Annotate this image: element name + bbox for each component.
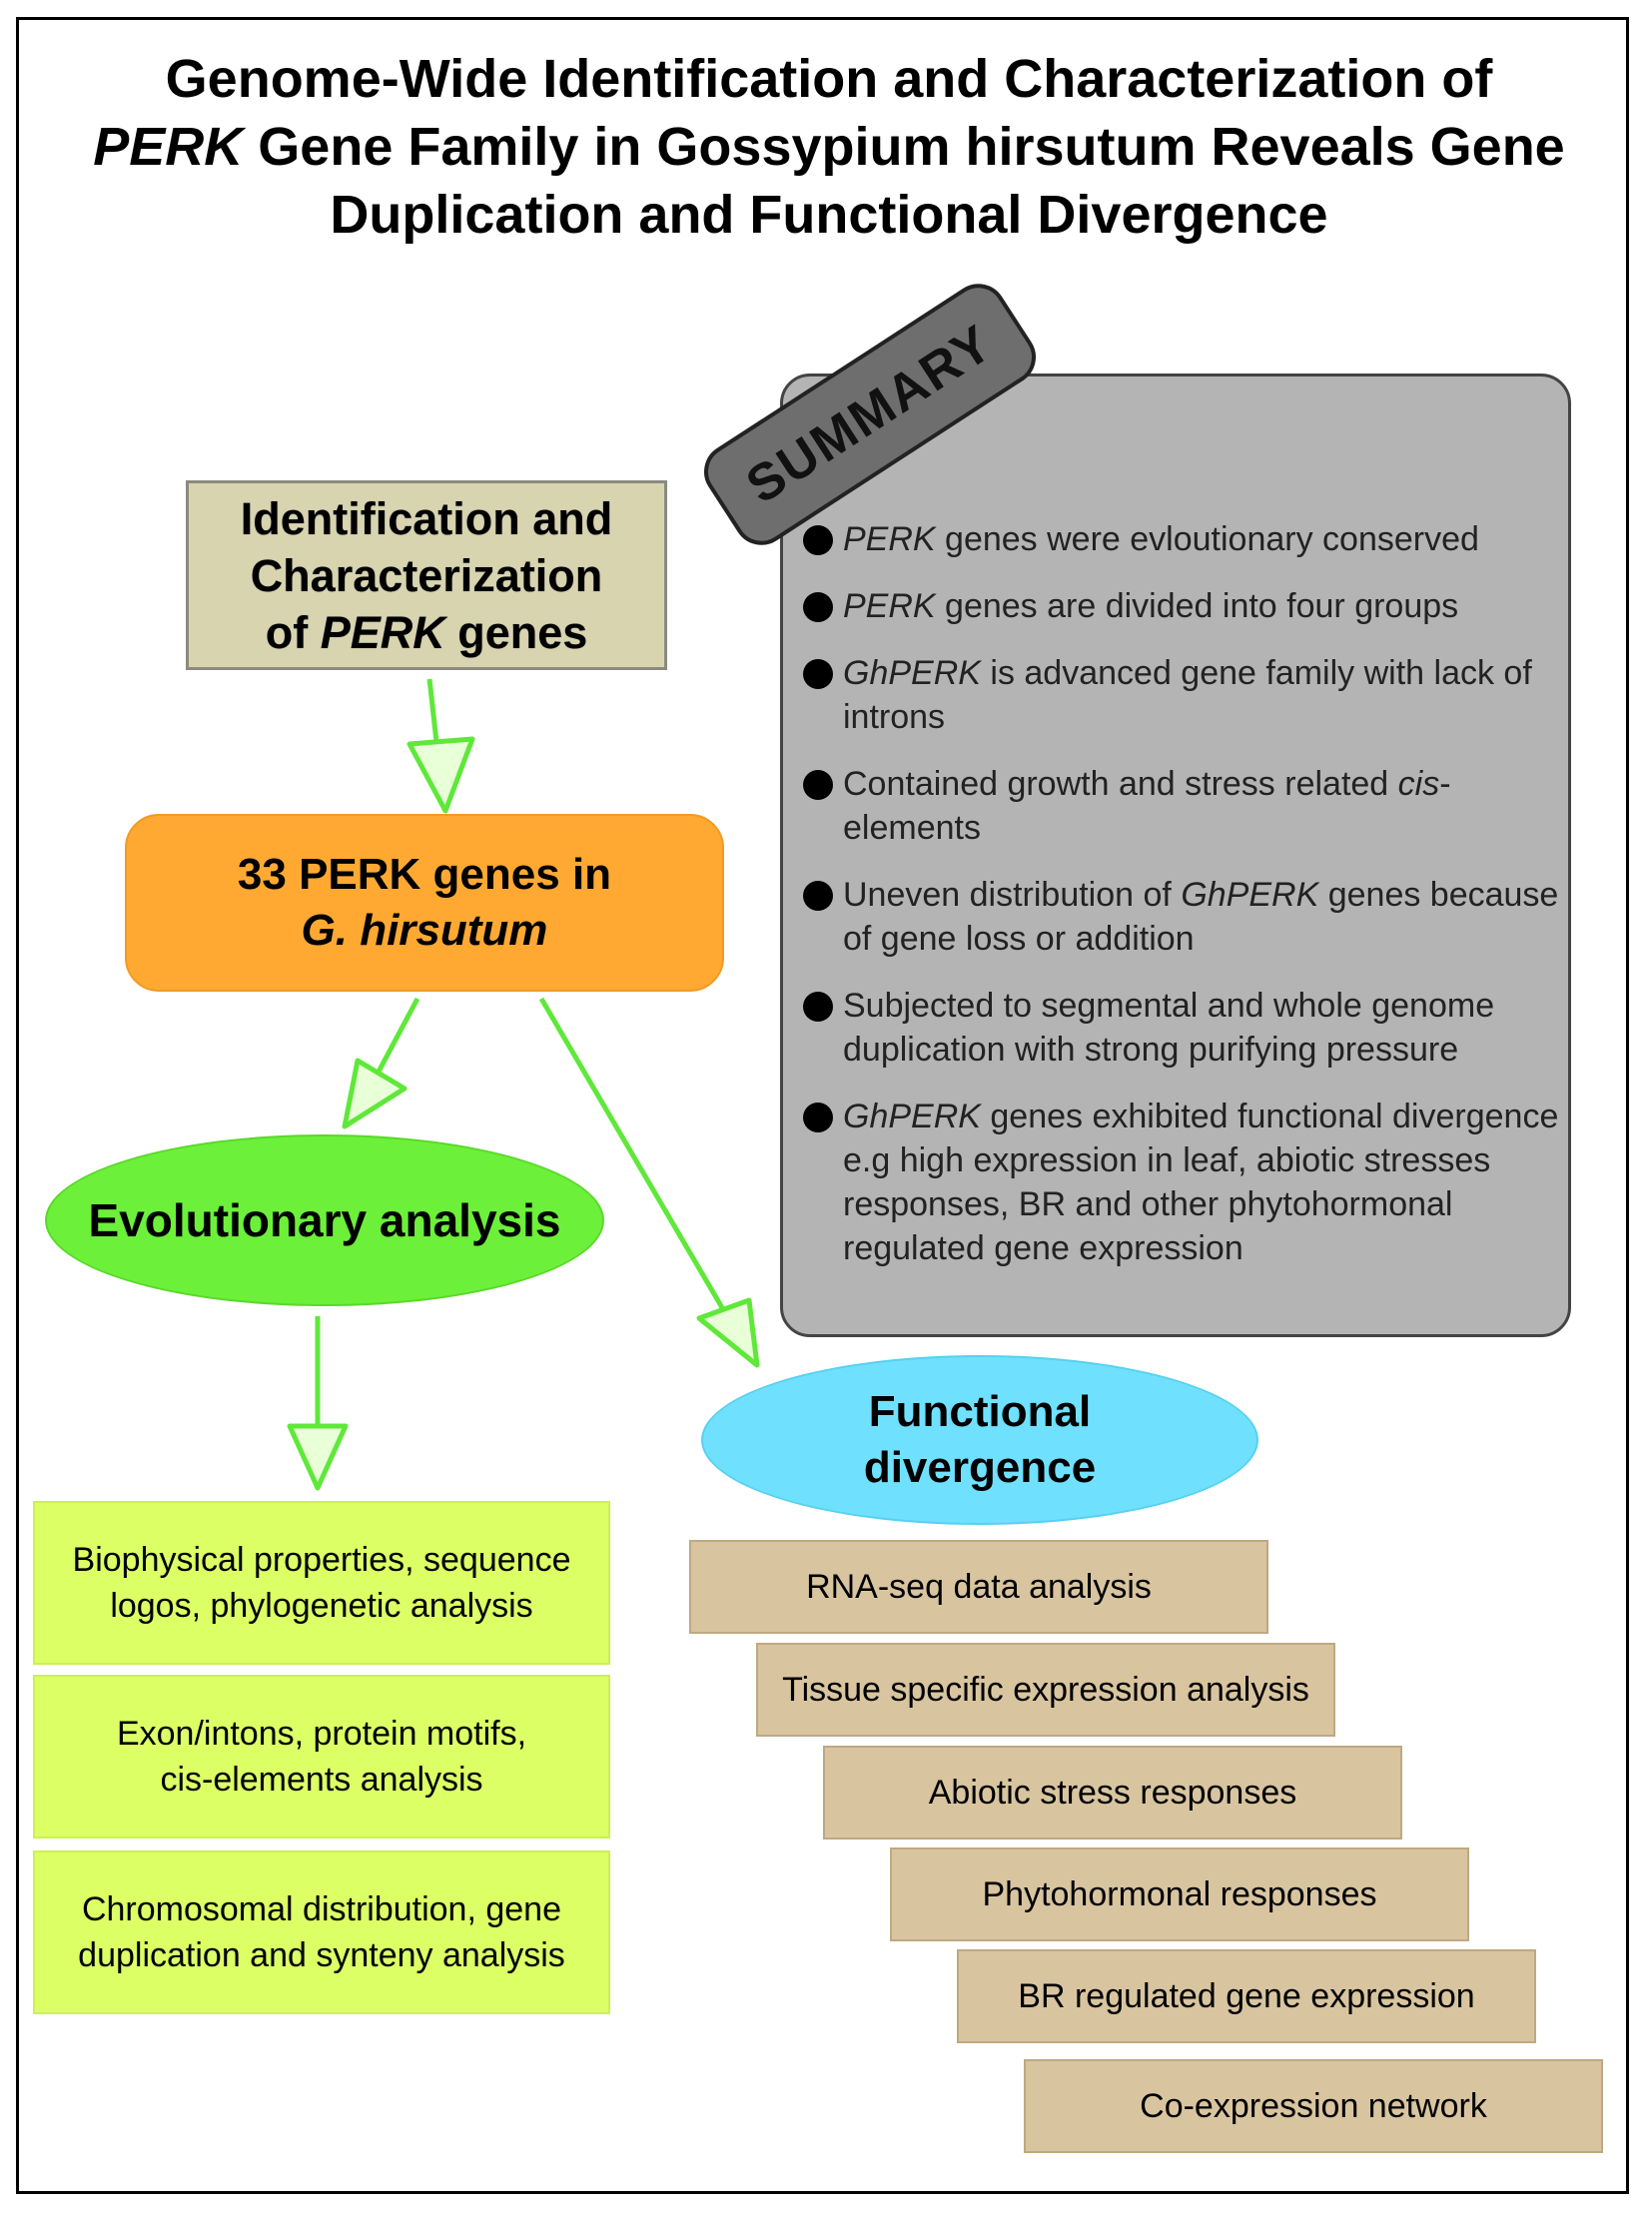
summary-bullet-4-rest: -elements	[843, 765, 1451, 847]
figure-frame	[16, 17, 1629, 2194]
summary-bullet-6-text: Subjected to segmental and whole genome …	[843, 987, 1495, 1069]
arrow-id-to-genes-head	[407, 736, 475, 814]
functional-divergence-line-1: Functional	[868, 1387, 1092, 1436]
bullet-dot-icon	[803, 592, 833, 622]
evolutionary-analysis-label: Evolutionary analysis	[88, 1194, 561, 1246]
functional-step-2-label: Tissue specific expression analysis	[782, 1670, 1309, 1709]
summary-bullet-2: PERK genes are divided into four groups	[803, 584, 1572, 628]
identification-line-3-prefix: of	[265, 606, 321, 658]
functional-divergence-ellipse: Functional divergence	[701, 1355, 1258, 1525]
summary-bullet-3-italic: GhPERK	[843, 654, 981, 692]
functional-step-6: Co-expression network	[1024, 2059, 1603, 2153]
summary-bullet-list: PERK genes were evloutionary conserved P…	[803, 517, 1572, 1293]
evolutionary-analysis-ellipse: Evolutionary analysis	[45, 1134, 604, 1306]
functional-step-4: Phytohormonal responses	[890, 1847, 1469, 1941]
evolutionary-item-2-line-1: Exon/intons, protein motifs,	[116, 1715, 527, 1753]
summary-bullet-5-text: Uneven distribution of	[843, 876, 1182, 914]
summary-bullet-4-italic: cis	[1397, 765, 1440, 803]
bullet-dot-icon	[803, 770, 833, 800]
genes-count-line-1: 33 PERK genes in	[237, 850, 612, 899]
functional-step-6-label: Co-expression network	[1140, 2086, 1487, 2125]
identification-line-3: of PERK genes	[241, 604, 613, 661]
summary-bullet-1-text: genes were evloutionary conserved	[935, 520, 1479, 558]
summary-bullet-3: GhPERK is advanced gene family with lack…	[803, 651, 1572, 739]
bullet-dot-icon	[803, 881, 833, 911]
functional-step-3: Abiotic stress responses	[823, 1746, 1402, 1840]
evolutionary-item-2: Exon/intons, protein motifs, cis-element…	[33, 1675, 610, 1839]
evolutionary-item-3-line-1: Chromosomal distribution, gene	[81, 1890, 561, 1928]
title-line-1: Genome-Wide Identification and Character…	[165, 49, 1493, 109]
functional-step-5: BR regulated gene expression	[957, 1949, 1536, 2043]
functional-step-2: Tissue specific expression analysis	[756, 1643, 1335, 1737]
identification-line-1: Identification and	[240, 492, 613, 544]
identification-box: Identification and Characterization of P…	[186, 480, 667, 670]
functional-step-3-label: Abiotic stress responses	[928, 1773, 1297, 1812]
summary-bullet-5: Uneven distribution of GhPERK genes beca…	[803, 873, 1572, 961]
evolutionary-item-3-line-2: duplication and synteny analysis	[78, 1936, 565, 1974]
summary-bullet-3-text: is advanced gene family with lack of int…	[843, 654, 1532, 736]
title-line-3: Duplication and Functional Divergence	[330, 185, 1328, 245]
evolutionary-item-2-line-2: cis-elements analysis	[160, 1761, 483, 1799]
summary-bullet-7-italic: GhPERK	[843, 1098, 981, 1135]
identification-line-3-suffix: genes	[444, 606, 588, 658]
arrow-genes-to-evo-head	[342, 1058, 408, 1129]
functional-step-5-label: BR regulated gene expression	[1018, 1976, 1475, 2015]
identification-line-2: Characterization	[250, 549, 603, 601]
summary-bullet-5-rest: genes because of gene loss or addition	[843, 876, 1559, 958]
genes-count-box: 33 PERK genes in G. hirsutum	[125, 814, 724, 992]
functional-step-1-label: RNA-seq data analysis	[806, 1567, 1152, 1606]
summary-bullet-1: PERK genes were evloutionary conserved	[803, 517, 1572, 561]
summary-panel	[780, 373, 1571, 1337]
functional-step-1: RNA-seq data analysis	[689, 1540, 1268, 1634]
arrow-genes-to-func-head	[696, 1297, 760, 1368]
arrow-evo-to-items-head	[287, 1423, 349, 1491]
summary-bullet-6: Subjected to segmental and whole genome …	[803, 984, 1572, 1072]
identification-italic-perk: PERK	[320, 606, 445, 658]
evolutionary-item-1: Biophysical properties, sequence logos, …	[33, 1501, 610, 1665]
bullet-dot-icon	[803, 659, 833, 689]
summary-bullet-2-text: genes are divided into four groups	[935, 587, 1459, 625]
summary-bullet-7: GhPERK genes exhibited functional diverg…	[803, 1095, 1572, 1270]
bullet-dot-icon	[803, 992, 833, 1022]
title-italic-perk: PERK	[93, 117, 244, 177]
evolutionary-item-1-line-1: Biophysical properties, sequence	[72, 1541, 571, 1579]
functional-step-4-label: Phytohormonal responses	[982, 1874, 1377, 1913]
page-title: Genome-Wide Identification and Character…	[30, 45, 1628, 249]
summary-bullet-4-text: Contained growth and stress related	[843, 765, 1398, 803]
title-line-2: PERK Gene Family in Gossypium hirsutum R…	[30, 113, 1628, 181]
summary-bullet-7-text: genes exhibited functional divergence e.…	[843, 1098, 1559, 1267]
arrow-genes-to-func-shaft	[538, 997, 737, 1330]
functional-divergence-line-2: divergence	[863, 1443, 1097, 1492]
bullet-dot-icon	[803, 525, 833, 555]
summary-bullet-5-italic: GhPERK	[1181, 876, 1319, 914]
bullet-dot-icon	[803, 1103, 833, 1132]
genes-species-italic: G. hirsutum	[301, 906, 548, 955]
summary-bullet-1-italic: PERK	[843, 520, 936, 558]
summary-bullet-4: Contained growth and stress related cis-…	[803, 762, 1572, 850]
evolutionary-item-3: Chromosomal distribution, gene duplicati…	[33, 1850, 610, 2014]
title-line-2-rest: Gene Family in Gossypium hirsutum Reveal…	[243, 117, 1565, 177]
genes-count-species: G. hirsutum	[238, 903, 611, 959]
summary-bullet-2-italic: PERK	[843, 587, 936, 625]
evolutionary-item-1-line-2: logos, phylogenetic analysis	[110, 1587, 533, 1625]
